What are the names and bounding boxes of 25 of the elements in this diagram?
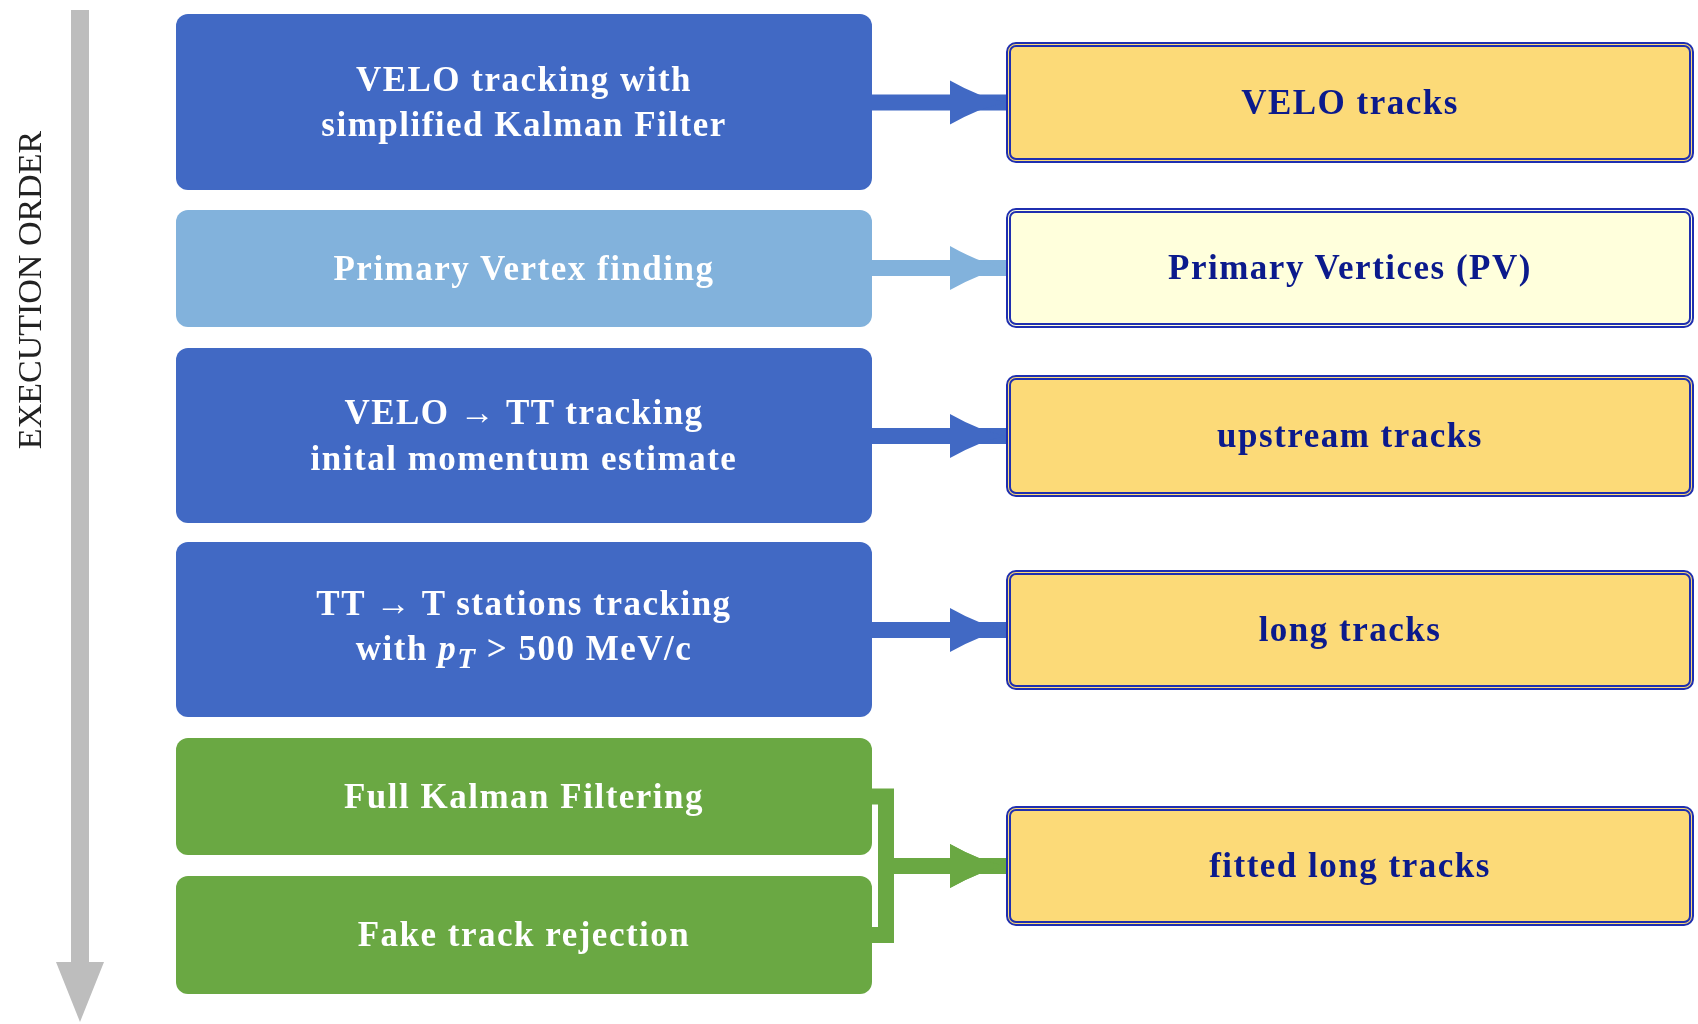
process-box: [176, 348, 872, 523]
box-label: long tracks: [1258, 609, 1442, 652]
box-label: VELO → TT tracking: [344, 392, 704, 434]
output-box: [1006, 208, 1694, 328]
box-label: upstream tracks: [1217, 415, 1483, 458]
box-label: Primary Vertex finding: [333, 247, 715, 290]
box-label: Full Kalman Filtering: [343, 775, 705, 818]
box-label: Primary Vertices (PV): [1168, 247, 1532, 290]
process-box: [176, 542, 872, 717]
box-label: TT → T stations tracking: [316, 582, 732, 625]
process-box: [176, 14, 872, 190]
output-box: [1006, 42, 1694, 163]
box-label: VELO tracking with simplified Kalman Filter: [320, 58, 728, 146]
output-box: [1006, 375, 1694, 497]
box-label: fitted long tracks: [1209, 845, 1491, 888]
process-box: [176, 738, 872, 855]
box-label: inital momentum estimate: [310, 437, 738, 480]
box-label: with p$_{T}$ > 500 MeV/c: [355, 628, 693, 677]
box-label: Fake track rejection: [357, 914, 691, 957]
axis-label: EXECUTION ORDER: [11, 130, 49, 450]
box-label: VELO tracks: [1241, 81, 1459, 124]
process-box: [176, 876, 872, 994]
output-box: [1006, 806, 1694, 926]
output-box: [1006, 570, 1694, 690]
process-box: [176, 210, 872, 327]
